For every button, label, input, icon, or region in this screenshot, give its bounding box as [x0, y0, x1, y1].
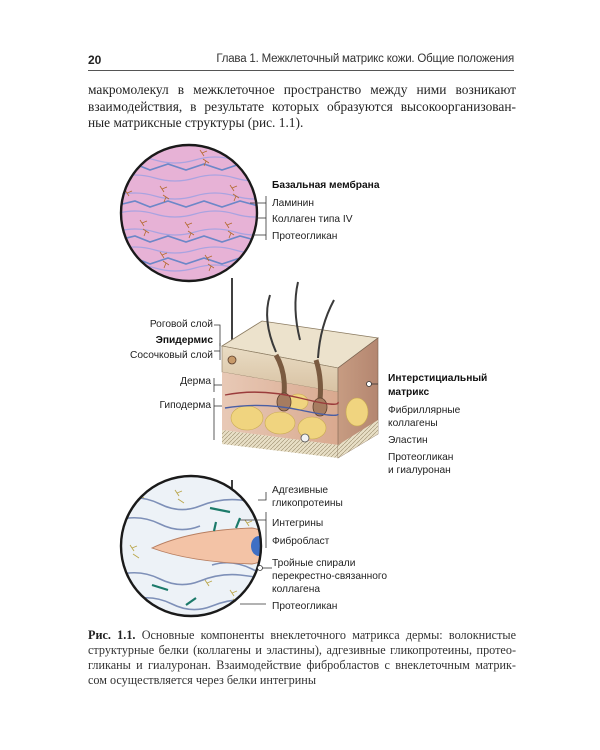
interstitial-title-2: матрикс: [388, 387, 430, 398]
fibrillar-label-1: Фибриллярные: [388, 404, 461, 416]
proteoglycan-fb-label: Протеогликан: [272, 601, 337, 612]
proteoglycan-im-label-2: и гиалуронан: [388, 465, 451, 476]
collagen-iv-label: Коллаген типа IV: [272, 214, 353, 225]
basal-membrane-circle: [119, 143, 259, 283]
hypodermis-label: Гиподерма: [159, 400, 211, 411]
body-paragraph: макромолекул в межклеточное пространство…: [88, 82, 516, 132]
caption-line-3: гликаны и гиалуронан. Взаимодействие фиб…: [88, 658, 516, 672]
vessels: [224, 391, 339, 417]
stratum-corneum-label: Роговой слой: [150, 319, 213, 330]
fibroblast-circle: [119, 474, 263, 618]
fibroblast-nucleus: [251, 536, 261, 556]
basal-membrane-title: Базальная мембрана: [272, 179, 380, 191]
fibroblast-cell: [150, 527, 261, 565]
body-line: ные матриксные структуры (рис. 1.1).: [88, 115, 304, 130]
elastin-label: Эластин: [388, 435, 428, 446]
caption-label: Рис. 1.1.: [88, 628, 136, 642]
page-number: 20: [88, 53, 102, 67]
fibroblast-label: Фибробласт: [272, 535, 330, 547]
hair-shafts: [266, 281, 335, 359]
caption-line-1: Основные компоненты внеклеточного матрик…: [141, 628, 516, 642]
triple-helix-label-2: перекрестно-связанного: [272, 571, 387, 582]
chapter-title: Глава 1. Межклеточный матрикс кожи. Общи…: [216, 53, 514, 65]
skin-block: [220, 281, 380, 459]
papillary-layer-label: Сосочковый слой: [130, 350, 213, 361]
proteoglycan-im-label-1: Протеогликан: [388, 452, 453, 463]
fat-lobules: [230, 393, 369, 440]
basal-leaders: [250, 196, 267, 240]
integrins-label: Интегрины: [272, 518, 323, 529]
caption-line: Рис. 1.1. Основные компоненты внеклеточн…: [88, 628, 516, 643]
figure-caption: Рис. 1.1. Основные компоненты внеклеточн…: [88, 628, 516, 688]
epidermis-label: Эпидермис: [156, 335, 214, 346]
caption-line-2: структурные белки (коллагены и эластины)…: [88, 643, 516, 657]
adhesive-label-2: гликопротеины: [272, 498, 343, 509]
triple-helix-label-3: коллагена: [272, 584, 320, 595]
body-line: взаимодействия, в результате которых обр…: [88, 98, 516, 114]
proteoglycan-bm-label: Протеогликан: [272, 231, 337, 242]
interstitial-leaders: [366, 381, 378, 387]
caption-line-4: сом осуществляется через белки интегрины: [88, 673, 317, 687]
interstitial-title-1: Интерстициальный: [388, 373, 487, 384]
integrins: [212, 517, 242, 532]
laminin-label: Ламинин: [272, 198, 314, 209]
triple-helix-label-1: Тройные спирали: [272, 558, 355, 569]
fibroblast-leaders: [240, 492, 272, 605]
dermis-label: Дерма: [180, 376, 211, 387]
layer-leaders: [213, 324, 222, 440]
body-line: макромолекул в межклеточное пространство…: [88, 82, 516, 97]
collagen-helices: [121, 496, 261, 611]
header-rule: [88, 70, 514, 71]
adhesive-label-1: Адгезивные: [272, 485, 328, 496]
adhesive-glycoproteins: [151, 506, 231, 606]
fibrillar-label-2: коллагены: [388, 418, 438, 429]
